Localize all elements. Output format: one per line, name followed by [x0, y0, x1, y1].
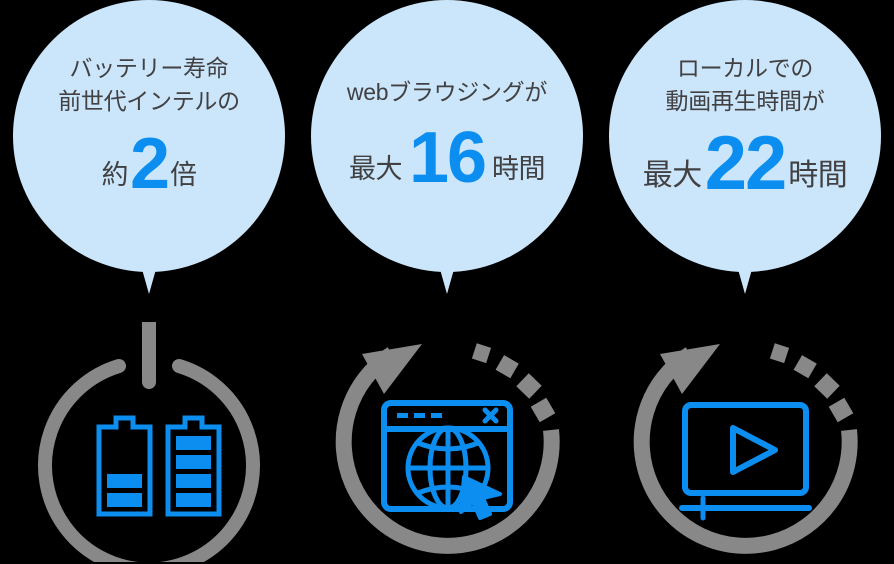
video-player: [679, 402, 812, 521]
refresh-arc: [633, 347, 858, 554]
stat-suffix: 倍: [170, 160, 197, 191]
refresh-dash-3: [814, 373, 840, 399]
panel-web-browsing: webブラウジングが 最大 16 時間: [298, 0, 596, 564]
video-screen: [682, 402, 809, 496]
stat-number: 22: [704, 121, 788, 207]
refresh-dash-1: [769, 343, 790, 364]
stat-prefix: 最大: [642, 159, 703, 193]
refresh-dash-1: [471, 343, 492, 364]
bubble-lead-text: webブラウジングが: [346, 79, 548, 105]
browser-refresh-icon: [322, 322, 572, 562]
stat-prefix: 約: [101, 160, 128, 191]
bubble-stat: 最大 16 時間: [348, 117, 546, 198]
browser-window: [381, 400, 513, 520]
refresh-dashes: [471, 343, 556, 423]
video-playback-icon: [620, 322, 870, 562]
bubble-stat: 最大 22 時間: [642, 121, 848, 207]
refresh-dashes: [769, 343, 854, 423]
browser-refresh-svg: [335, 343, 560, 554]
globe-icon: [405, 425, 491, 511]
bubble-lead-text: ローカルでの 動画再生時間が: [665, 55, 825, 114]
speech-bubble-local-video-playback: ローカルでの 動画再生時間が 最大 22 時間: [609, 0, 881, 296]
bubble-stat: 約 2 倍: [101, 124, 197, 205]
power-battery-svg: [38, 322, 260, 562]
power-ring-arc: [38, 359, 260, 562]
browser-close-icon: [482, 407, 499, 424]
speech-bubble-web-browsing: webブラウジングが 最大 16 時間: [311, 0, 583, 296]
browser-titlebar-dots: [397, 413, 442, 418]
bubble-body: webブラウジングが 最大 16 時間: [311, 0, 583, 272]
refresh-dash-4: [530, 397, 556, 423]
bubble-body: バッテリー寿命 前世代インテルの 約 2 倍: [13, 0, 285, 272]
bubble-lead-text: バッテリー寿命 前世代インテルの: [58, 55, 240, 114]
battery-left-outline: [96, 415, 153, 517]
battery-right-outline: [165, 415, 222, 517]
battery-right: [165, 415, 222, 517]
browser-dot-3: [431, 413, 442, 418]
power-battery-icon: [24, 322, 274, 562]
battery-left-bar-2: [107, 493, 142, 507]
refresh-dash-3: [516, 373, 542, 399]
stat-suffix: 時間: [788, 159, 848, 193]
video-playback-svg: [633, 343, 858, 554]
stat-prefix: 最大: [348, 153, 403, 184]
speech-bubble-battery-life: バッテリー寿命 前世代インテルの 約 2 倍: [13, 0, 285, 296]
panel-battery-life: バッテリー寿命 前世代インテルの 約 2 倍: [0, 0, 298, 564]
stat-number: 16: [408, 117, 487, 198]
panel-local-video-playback: ローカルでの 動画再生時間が 最大 22 時間: [596, 0, 894, 564]
refresh-dash-2: [495, 355, 519, 379]
refresh-arrowhead: [362, 344, 422, 394]
battery-right-bar-3: [176, 474, 211, 488]
battery-right-bar-2: [176, 455, 211, 469]
refresh-dash-2: [793, 355, 817, 379]
refresh-arrowhead: [660, 344, 720, 394]
battery-left: [96, 415, 153, 517]
browser-dot-2: [414, 413, 425, 418]
refresh-dash-4: [828, 397, 854, 423]
battery-right-bar-4: [176, 493, 211, 507]
stat-suffix: 時間: [492, 153, 546, 184]
browser-dot-1: [397, 413, 408, 418]
battery-left-bar-1: [107, 474, 142, 488]
cursor-icon: [459, 475, 502, 520]
battery-right-bar-1: [176, 436, 211, 450]
bubble-body: ローカルでの 動画再生時間が 最大 22 時間: [609, 0, 881, 272]
play-triangle-icon: [730, 425, 778, 475]
stat-number: 2: [129, 124, 170, 205]
refresh-arc: [335, 347, 560, 554]
